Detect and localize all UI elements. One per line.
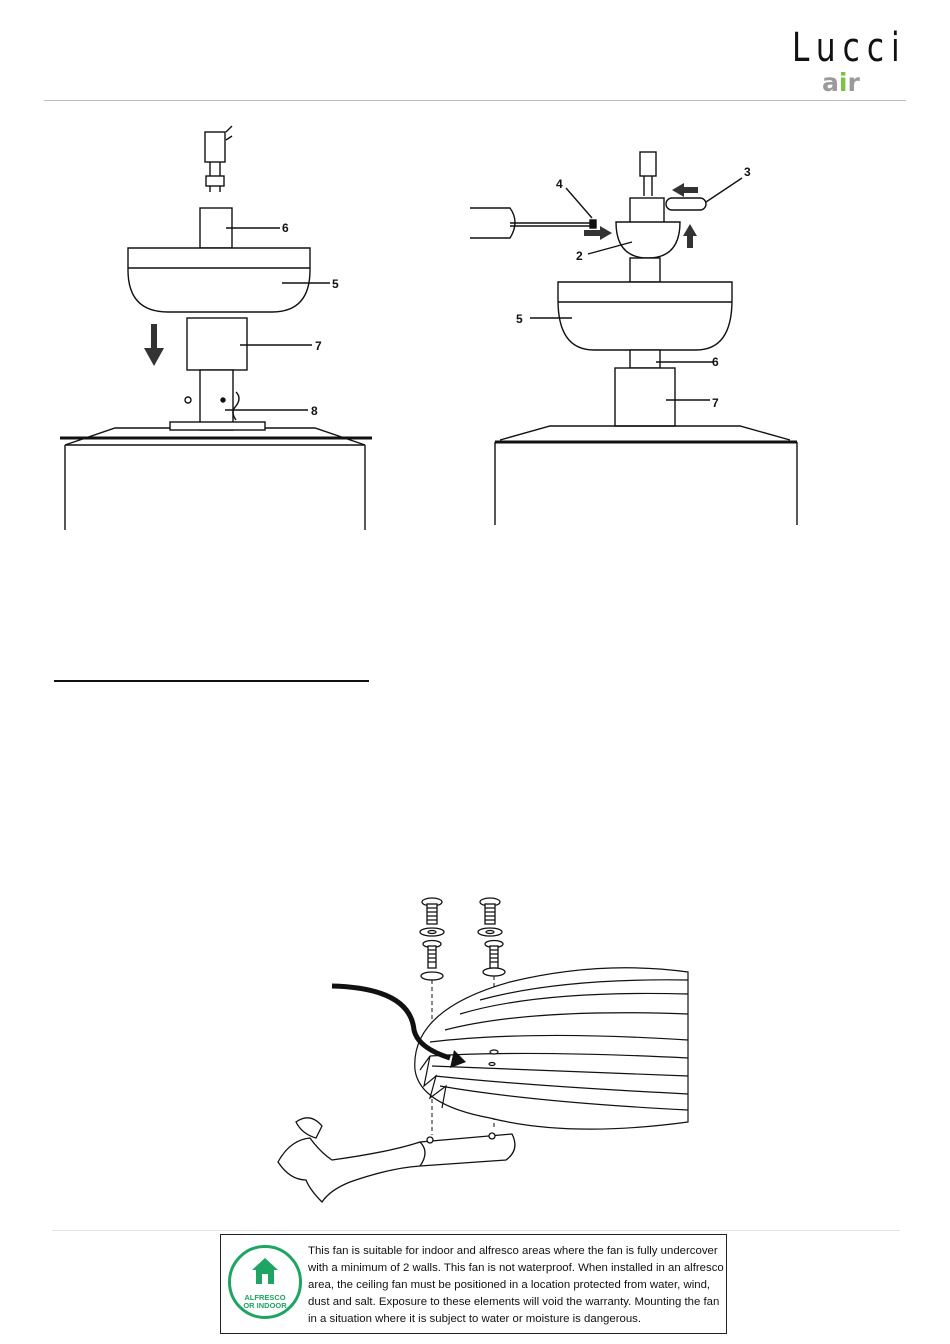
figure-blade-attachment — [277, 897, 689, 1204]
badge-line-2: OR INDOOR — [243, 1301, 287, 1310]
section-heading-rule — [54, 680, 369, 682]
callout-right-4: 4 — [556, 177, 563, 191]
callout-right-5: 5 — [516, 312, 523, 326]
screw-icon — [477, 897, 503, 937]
callout-left-7: 7 — [315, 339, 322, 353]
house-icon — [252, 1258, 278, 1284]
screw-icon — [482, 939, 506, 977]
callout-left-8: 8 — [311, 404, 318, 418]
figure-right-pin-assembly: 4 3 2 5 6 7 — [470, 151, 798, 525]
callout-left-6: 6 — [282, 221, 289, 235]
callout-right-2: 2 — [576, 249, 583, 263]
callout-left-5: 5 — [332, 277, 339, 291]
footer-divider — [52, 1230, 900, 1231]
callout-right-7: 7 — [712, 396, 719, 410]
brand-logo-sub: air — [822, 70, 860, 96]
header-divider — [44, 100, 906, 101]
alfresco-notice-box: ALFRESCO OR INDOOR This fan is suitable … — [220, 1234, 727, 1334]
screw-icon — [420, 939, 444, 981]
brand-logo-wordmark: Lucci — [792, 25, 907, 71]
notice-text: This fan is suitable for indoor and alfr… — [308, 1245, 724, 1325]
brand-sub-r: r — [847, 68, 860, 97]
badge-line-1: ALFRESCO — [244, 1293, 286, 1302]
callout-right-3: 3 — [744, 165, 751, 179]
figure-left-canopy-assembly: 6 5 7 8 — [60, 125, 372, 530]
brand-sub-i: i — [838, 68, 848, 97]
screw-icon — [419, 897, 445, 937]
callout-right-6: 6 — [712, 355, 719, 369]
brand-sub-a: a — [822, 68, 839, 97]
alfresco-badge: ALFRESCO OR INDOOR — [228, 1245, 302, 1319]
